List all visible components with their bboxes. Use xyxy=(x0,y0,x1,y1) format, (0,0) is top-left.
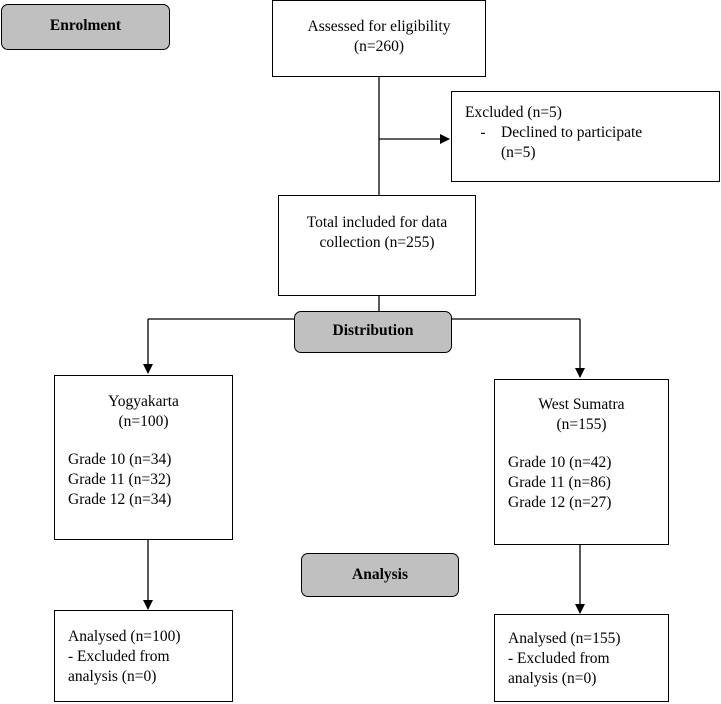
excluded-box: Excluded (n=5) - Declined to participate… xyxy=(451,91,720,182)
west-sumatra-excluded-count: analysis (n=0) xyxy=(508,670,597,687)
west-sumatra-count: (n=155) xyxy=(556,416,607,433)
assessed-count: (n=260) xyxy=(353,38,405,55)
west-sumatra-grade-10: Grade 10 (n=42) xyxy=(508,454,612,471)
west-sumatra-analysed-count: Analysed (n=155) xyxy=(508,630,621,647)
excluded-title: Excluded (n=5) xyxy=(465,104,562,121)
yogyakarta-excluded-label: - Excluded from xyxy=(68,648,170,665)
west-sumatra-box: West Sumatra (n=155) Grade 10 (n=42) Gra… xyxy=(494,379,669,545)
yogyakarta-analysed-count: Analysed (n=100) xyxy=(68,628,181,645)
excluded-reason-text: Declined to participate xyxy=(501,124,643,141)
analysis-stage-label: Analysis xyxy=(301,553,459,597)
excluded-dash: - xyxy=(480,124,486,141)
yogyakarta-box: Yogyakarta (n=100) Grade 10 (n=34) Grade… xyxy=(54,375,233,540)
west-sumatra-analysed-box: Analysed (n=155) - Excluded from analysi… xyxy=(494,614,669,702)
west-sumatra-grade-11: Grade 11 (n=86) xyxy=(508,474,611,491)
yogyakarta-analysed-box: Analysed (n=100) - Excluded from analysi… xyxy=(54,610,233,702)
enrolment-stage-label: Enrolment xyxy=(1,4,170,50)
included-count: collection (n=255) xyxy=(319,234,435,251)
assessed-label: Assessed for eligibility xyxy=(307,18,451,35)
yogyakarta-name: Yogyakarta xyxy=(108,393,179,410)
assessed-box: Assessed for eligibility (n=260) xyxy=(272,0,486,77)
excluded-reason-count: (n=5) xyxy=(501,144,536,161)
yogyakarta-grade-12: Grade 12 (n=34) xyxy=(68,491,172,508)
included-box: Total included for data collection (n=25… xyxy=(278,195,476,296)
yogyakarta-excluded-count: analysis (n=0) xyxy=(68,668,157,685)
west-sumatra-excluded-label: - Excluded from xyxy=(508,650,610,667)
distribution-stage-label: Distribution xyxy=(294,311,452,353)
excluded-reason: - Declined to participate (n=5) xyxy=(465,123,719,163)
yogyakarta-count: (n=100) xyxy=(118,413,169,430)
yogyakarta-grade-11: Grade 11 (n=32) xyxy=(68,471,171,488)
included-label: Total included for data xyxy=(306,214,448,231)
west-sumatra-grade-12: Grade 12 (n=27) xyxy=(508,494,612,511)
west-sumatra-name: West Sumatra xyxy=(538,396,625,413)
yogyakarta-grade-10: Grade 10 (n=34) xyxy=(68,451,172,468)
